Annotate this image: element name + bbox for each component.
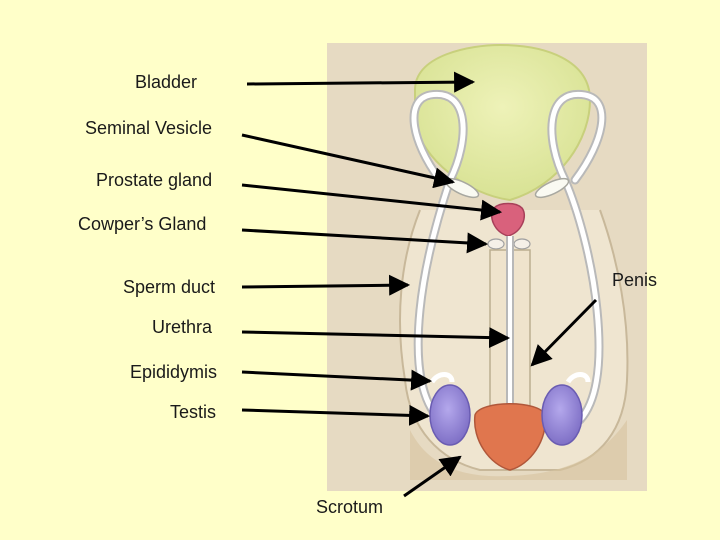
label-sperm-duct: Sperm duct [123, 277, 216, 297]
penis-glans [474, 403, 546, 471]
label-urethra: Urethra [152, 317, 213, 337]
arrow-sperm-duct [241, 274, 411, 296]
cowpers-gland-left [487, 238, 505, 250]
arrow-urethra [241, 327, 511, 349]
scrotum-shadow [410, 420, 627, 480]
leader-arrows [241, 71, 598, 498]
epididymis-left [429, 372, 455, 384]
label-bladder: Bladder [135, 72, 198, 92]
label-testis: Testis [170, 402, 217, 422]
epididymis-right [565, 372, 591, 384]
seminal-vesicle-right [534, 177, 570, 199]
label-seminal-vesicle: Seminal Vesicle [85, 118, 213, 138]
arrow-scrotum [403, 455, 462, 498]
label-penis: Penis [612, 270, 658, 290]
arrow-epididymis [241, 369, 433, 391]
label-epididymis: Epididymis [130, 362, 218, 382]
arrow-seminal-vesicle [241, 133, 456, 189]
arrow-testis [241, 404, 431, 426]
arrow-prostate [241, 183, 503, 221]
arrow-penis [530, 298, 598, 367]
testis-left [429, 384, 471, 446]
testis-right [541, 384, 583, 446]
arrow-bladder [246, 71, 476, 93]
label-scrotum: Scrotum [316, 497, 384, 517]
arrow-cowpers [241, 228, 489, 254]
label-cowpers-gland: Cowper’s Gland [78, 214, 207, 234]
cowpers-gland-right [513, 238, 531, 250]
label-prostate-gland: Prostate gland [96, 170, 213, 190]
